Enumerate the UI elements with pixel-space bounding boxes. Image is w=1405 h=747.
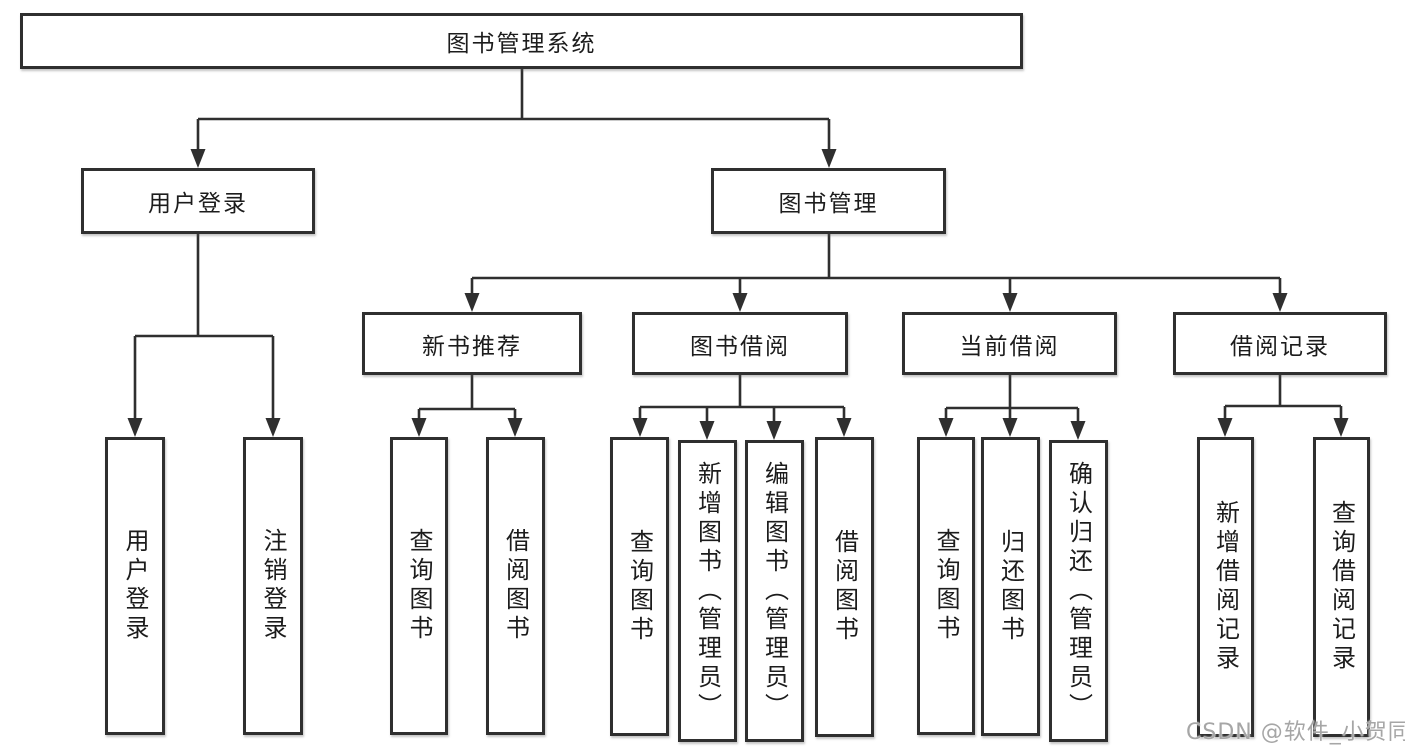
leaf-add-borrow-record: 新增借阅记录	[1197, 437, 1254, 737]
leaf-return-books: 归还图书	[981, 437, 1040, 736]
leaf-borrow-query-books: 查询图书	[610, 437, 669, 736]
node-borrow-records: 借阅记录	[1173, 312, 1387, 375]
leaf-add-books-admin: 新增图书（管理员）	[678, 440, 737, 742]
leaf-confirm-return-admin: 确认归还（管理员）	[1049, 440, 1108, 742]
leaf-recommend-borrow-books: 借阅图书	[486, 437, 545, 735]
leaf-user-login: 用户登录	[105, 437, 165, 735]
node-book-management: 图书管理	[711, 168, 946, 234]
leaf-edit-books-admin: 编辑图书（管理员）	[745, 440, 804, 742]
node-library-management-system: 图书管理系统	[20, 13, 1023, 69]
csdn-watermark: CSDN @软件_小贺同学	[1186, 720, 1405, 745]
leaf-logout: 注销登录	[243, 437, 303, 735]
node-user-login: 用户登录	[81, 168, 315, 234]
leaf-query-borrow-record: 查询借阅记录	[1313, 437, 1370, 737]
leaf-current-query-books: 查询图书	[917, 437, 975, 735]
node-new-book-recommend: 新书推荐	[362, 312, 582, 375]
node-book-borrow: 图书借阅	[632, 312, 848, 375]
leaf-recommend-query-books: 查询图书	[390, 437, 448, 735]
leaf-borrow-books: 借阅图书	[815, 437, 874, 737]
node-current-borrow: 当前借阅	[902, 312, 1117, 375]
